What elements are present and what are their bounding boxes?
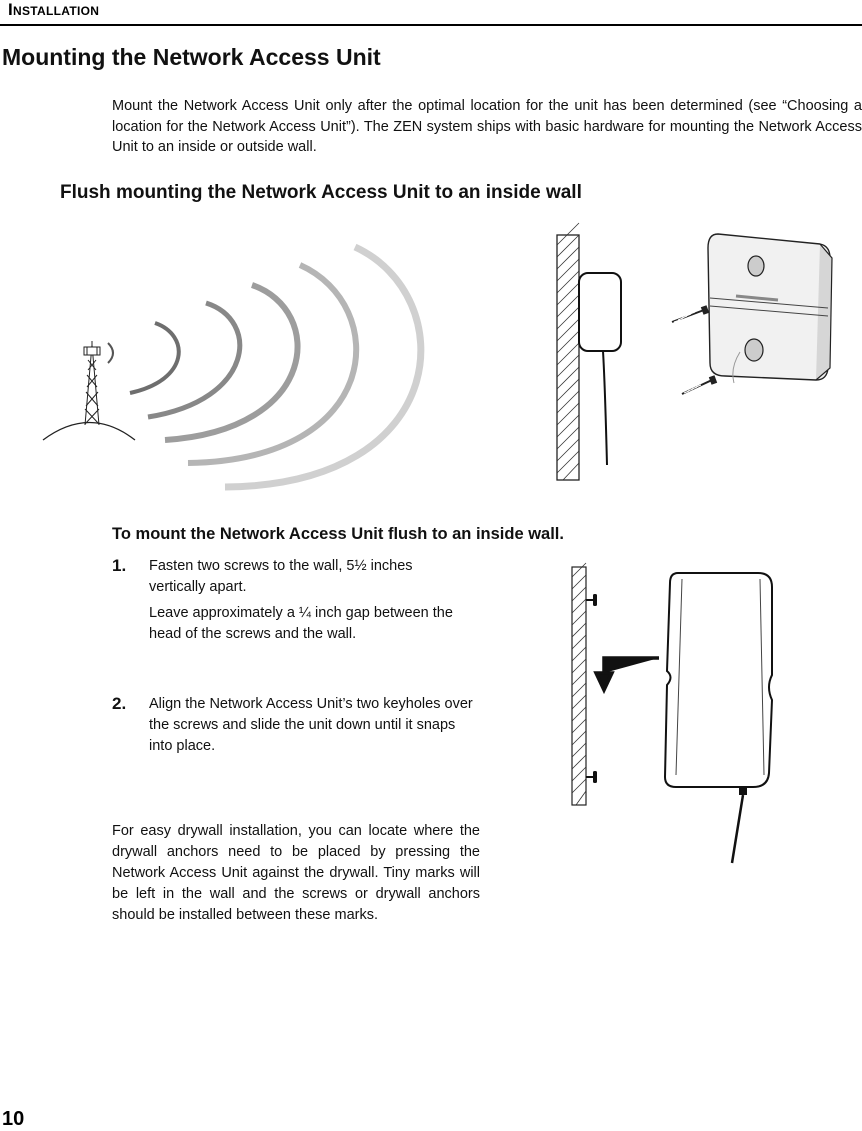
running-header: Installation	[8, 0, 100, 19]
step-2-number: 2.	[112, 694, 127, 713]
step-1-text: Fasten two screws to the wall, 5½ inches…	[149, 558, 413, 595]
screw-bottom	[586, 771, 597, 783]
cell-tower-signal-illustration	[42, 243, 425, 491]
screw-top	[586, 594, 597, 606]
section-heading: Flush mounting the Network Access Unit t…	[60, 182, 582, 203]
radio-wave-4	[164, 282, 301, 443]
wall-mounted-unit-side-illustration	[556, 222, 622, 481]
step-2-text: Align the Network Access Unit’s two keyh…	[149, 696, 473, 754]
radio-wave-1	[107, 342, 114, 364]
page-title: Mounting the Network Access Unit	[2, 44, 381, 70]
unit-back-with-screws-illustration	[671, 233, 833, 395]
tower-icon	[83, 341, 101, 426]
page-number: 10	[2, 1108, 25, 1130]
header-rule	[0, 24, 862, 26]
arrow-down-icon	[593, 656, 659, 695]
radio-wave-2	[129, 321, 181, 395]
drywall-note: For easy drywall installation, you can l…	[112, 823, 480, 923]
radio-wave-3	[147, 300, 243, 420]
step-1-number: 1.	[112, 556, 127, 575]
slide-unit-onto-screws-illustration	[571, 562, 774, 864]
intro-paragraph: Mount the Network Access Unit only after…	[112, 98, 862, 155]
procedure-heading: To mount the Network Access Unit flush t…	[112, 525, 564, 543]
radio-wave-6	[224, 243, 425, 491]
step-1-subtext: Leave approximately a ¼ inch gap between…	[149, 605, 453, 642]
hill-shape	[42, 421, 136, 441]
radio-wave-5	[187, 262, 360, 466]
